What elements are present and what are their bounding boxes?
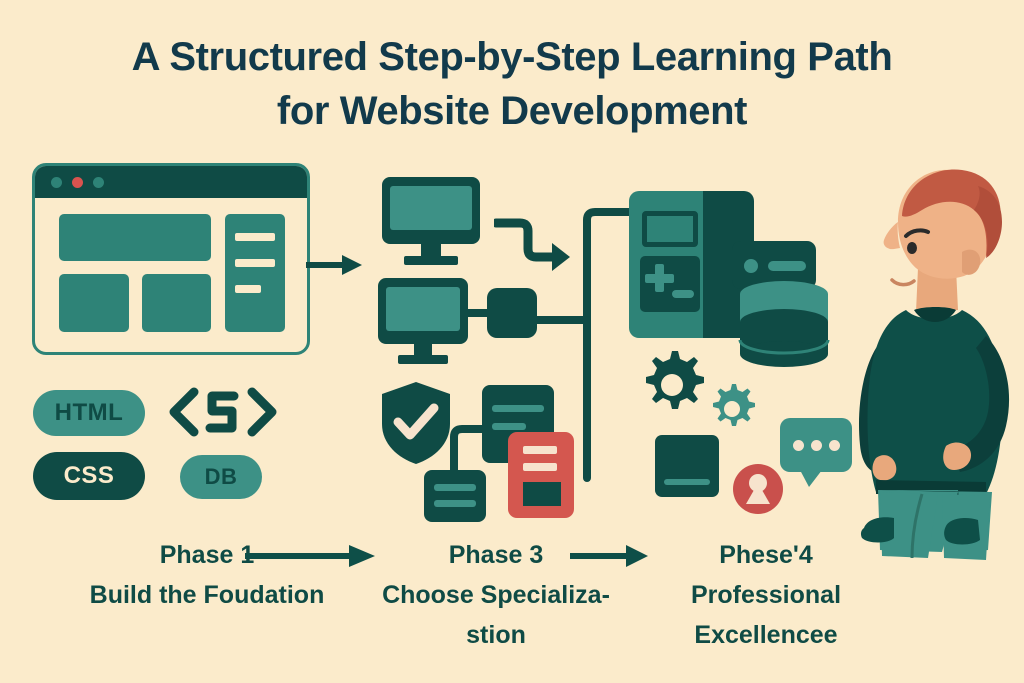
- browser-hero-block: [59, 214, 211, 261]
- page-title-line-1: A Structured Step-by-Step Learning Path: [131, 35, 893, 79]
- badge-html[interactable]: HTML: [33, 390, 145, 436]
- phase-3-title: Phase 3: [448, 541, 544, 569]
- code-brackets-icon: [169, 387, 277, 437]
- phase-1-subtitle: Build the Foudation: [89, 581, 325, 609]
- sidebar-line: [235, 259, 275, 267]
- phase-1-label: Phase 1 Build the Foudation: [62, 535, 352, 615]
- phase-1-title: Phase 1: [159, 541, 255, 569]
- browser-dot-icon: [51, 177, 62, 188]
- browser-titlebar: [35, 166, 307, 198]
- arrow-browser-to-devices-icon: [306, 255, 362, 275]
- badge-css[interactable]: CSS: [33, 452, 145, 500]
- document-line: [492, 405, 544, 412]
- record-line: [523, 446, 557, 454]
- monitor-neck: [421, 244, 441, 258]
- phase-3-subtitle-line-2: stion: [466, 621, 526, 649]
- standing-person-illustration: [858, 169, 1010, 560]
- device-node-icon: [487, 288, 537, 338]
- monitor-screen: [390, 186, 472, 230]
- database-cylinder-icon: [738, 281, 830, 367]
- monitor-base: [398, 355, 448, 364]
- tree-connector-lines: [535, 208, 645, 482]
- document-connector-line: [450, 425, 490, 477]
- chat-bubble-icon: [780, 418, 852, 472]
- arrow-devices-to-server-icon: [494, 218, 570, 271]
- server-tray-line: [768, 261, 806, 271]
- phase-3-subtitle-line-1: Choose Specializa-: [382, 581, 610, 609]
- avatar-body: [746, 488, 770, 504]
- dash-icon: [672, 290, 694, 298]
- page-title: A Structured Step-by-Step Learning Path …: [0, 30, 1024, 138]
- user-avatar-icon: [733, 464, 783, 514]
- monitor-screen: [386, 287, 460, 331]
- document-line: [434, 500, 476, 507]
- monitor-base: [404, 256, 458, 265]
- phase-4-subtitle-line-1: Professional: [690, 581, 842, 609]
- record-line: [523, 463, 557, 471]
- document-line: [434, 484, 476, 491]
- document-line: [492, 423, 526, 430]
- website-browser-window: [32, 163, 310, 355]
- sidebar-line: [235, 233, 275, 241]
- gear-icon: [713, 384, 755, 426]
- browser-card-right: [142, 274, 211, 332]
- sidebar-line: [235, 285, 261, 293]
- plus-icon: [645, 274, 674, 283]
- browser-close-dot-icon: [72, 177, 83, 188]
- record-block: [523, 482, 561, 506]
- phase-4-title: Phese'4: [719, 541, 813, 569]
- badge-db[interactable]: DB: [180, 455, 262, 499]
- phase-4-label: Phese'4 Professional Excellencee: [642, 535, 890, 655]
- page-title-line-2: for Website Development: [276, 89, 748, 133]
- gear-icon: [646, 351, 704, 409]
- chat-dot: [811, 440, 822, 451]
- monitor-neck: [414, 344, 432, 357]
- chat-dot: [829, 440, 840, 451]
- phase-3-label: Phase 3 Choose Specializa- stion: [372, 535, 620, 655]
- server-indicator-dot: [744, 259, 758, 273]
- phase-4-subtitle-line-2: Excellencee: [694, 621, 838, 649]
- browser-sidebar-panel: [225, 214, 285, 332]
- server-control-panel: [640, 256, 700, 312]
- device-connector-line: [468, 309, 488, 317]
- security-shield-check-icon: [382, 382, 450, 464]
- server-screen: [642, 211, 698, 247]
- book-icon: [655, 435, 719, 497]
- chat-dot: [793, 440, 804, 451]
- server-tray: [732, 241, 816, 289]
- database-record-icon: [508, 432, 574, 518]
- arrow-phase1-to-phase3-icon: [245, 545, 375, 567]
- book-line: [664, 479, 710, 485]
- chat-bubble-tail: [800, 470, 822, 487]
- browser-dot-icon: [93, 177, 104, 188]
- arrow-phase3-to-phase4-icon: [570, 545, 648, 567]
- avatar-head: [749, 474, 767, 492]
- browser-card-left: [59, 274, 129, 332]
- document-card-icon: [424, 470, 486, 522]
